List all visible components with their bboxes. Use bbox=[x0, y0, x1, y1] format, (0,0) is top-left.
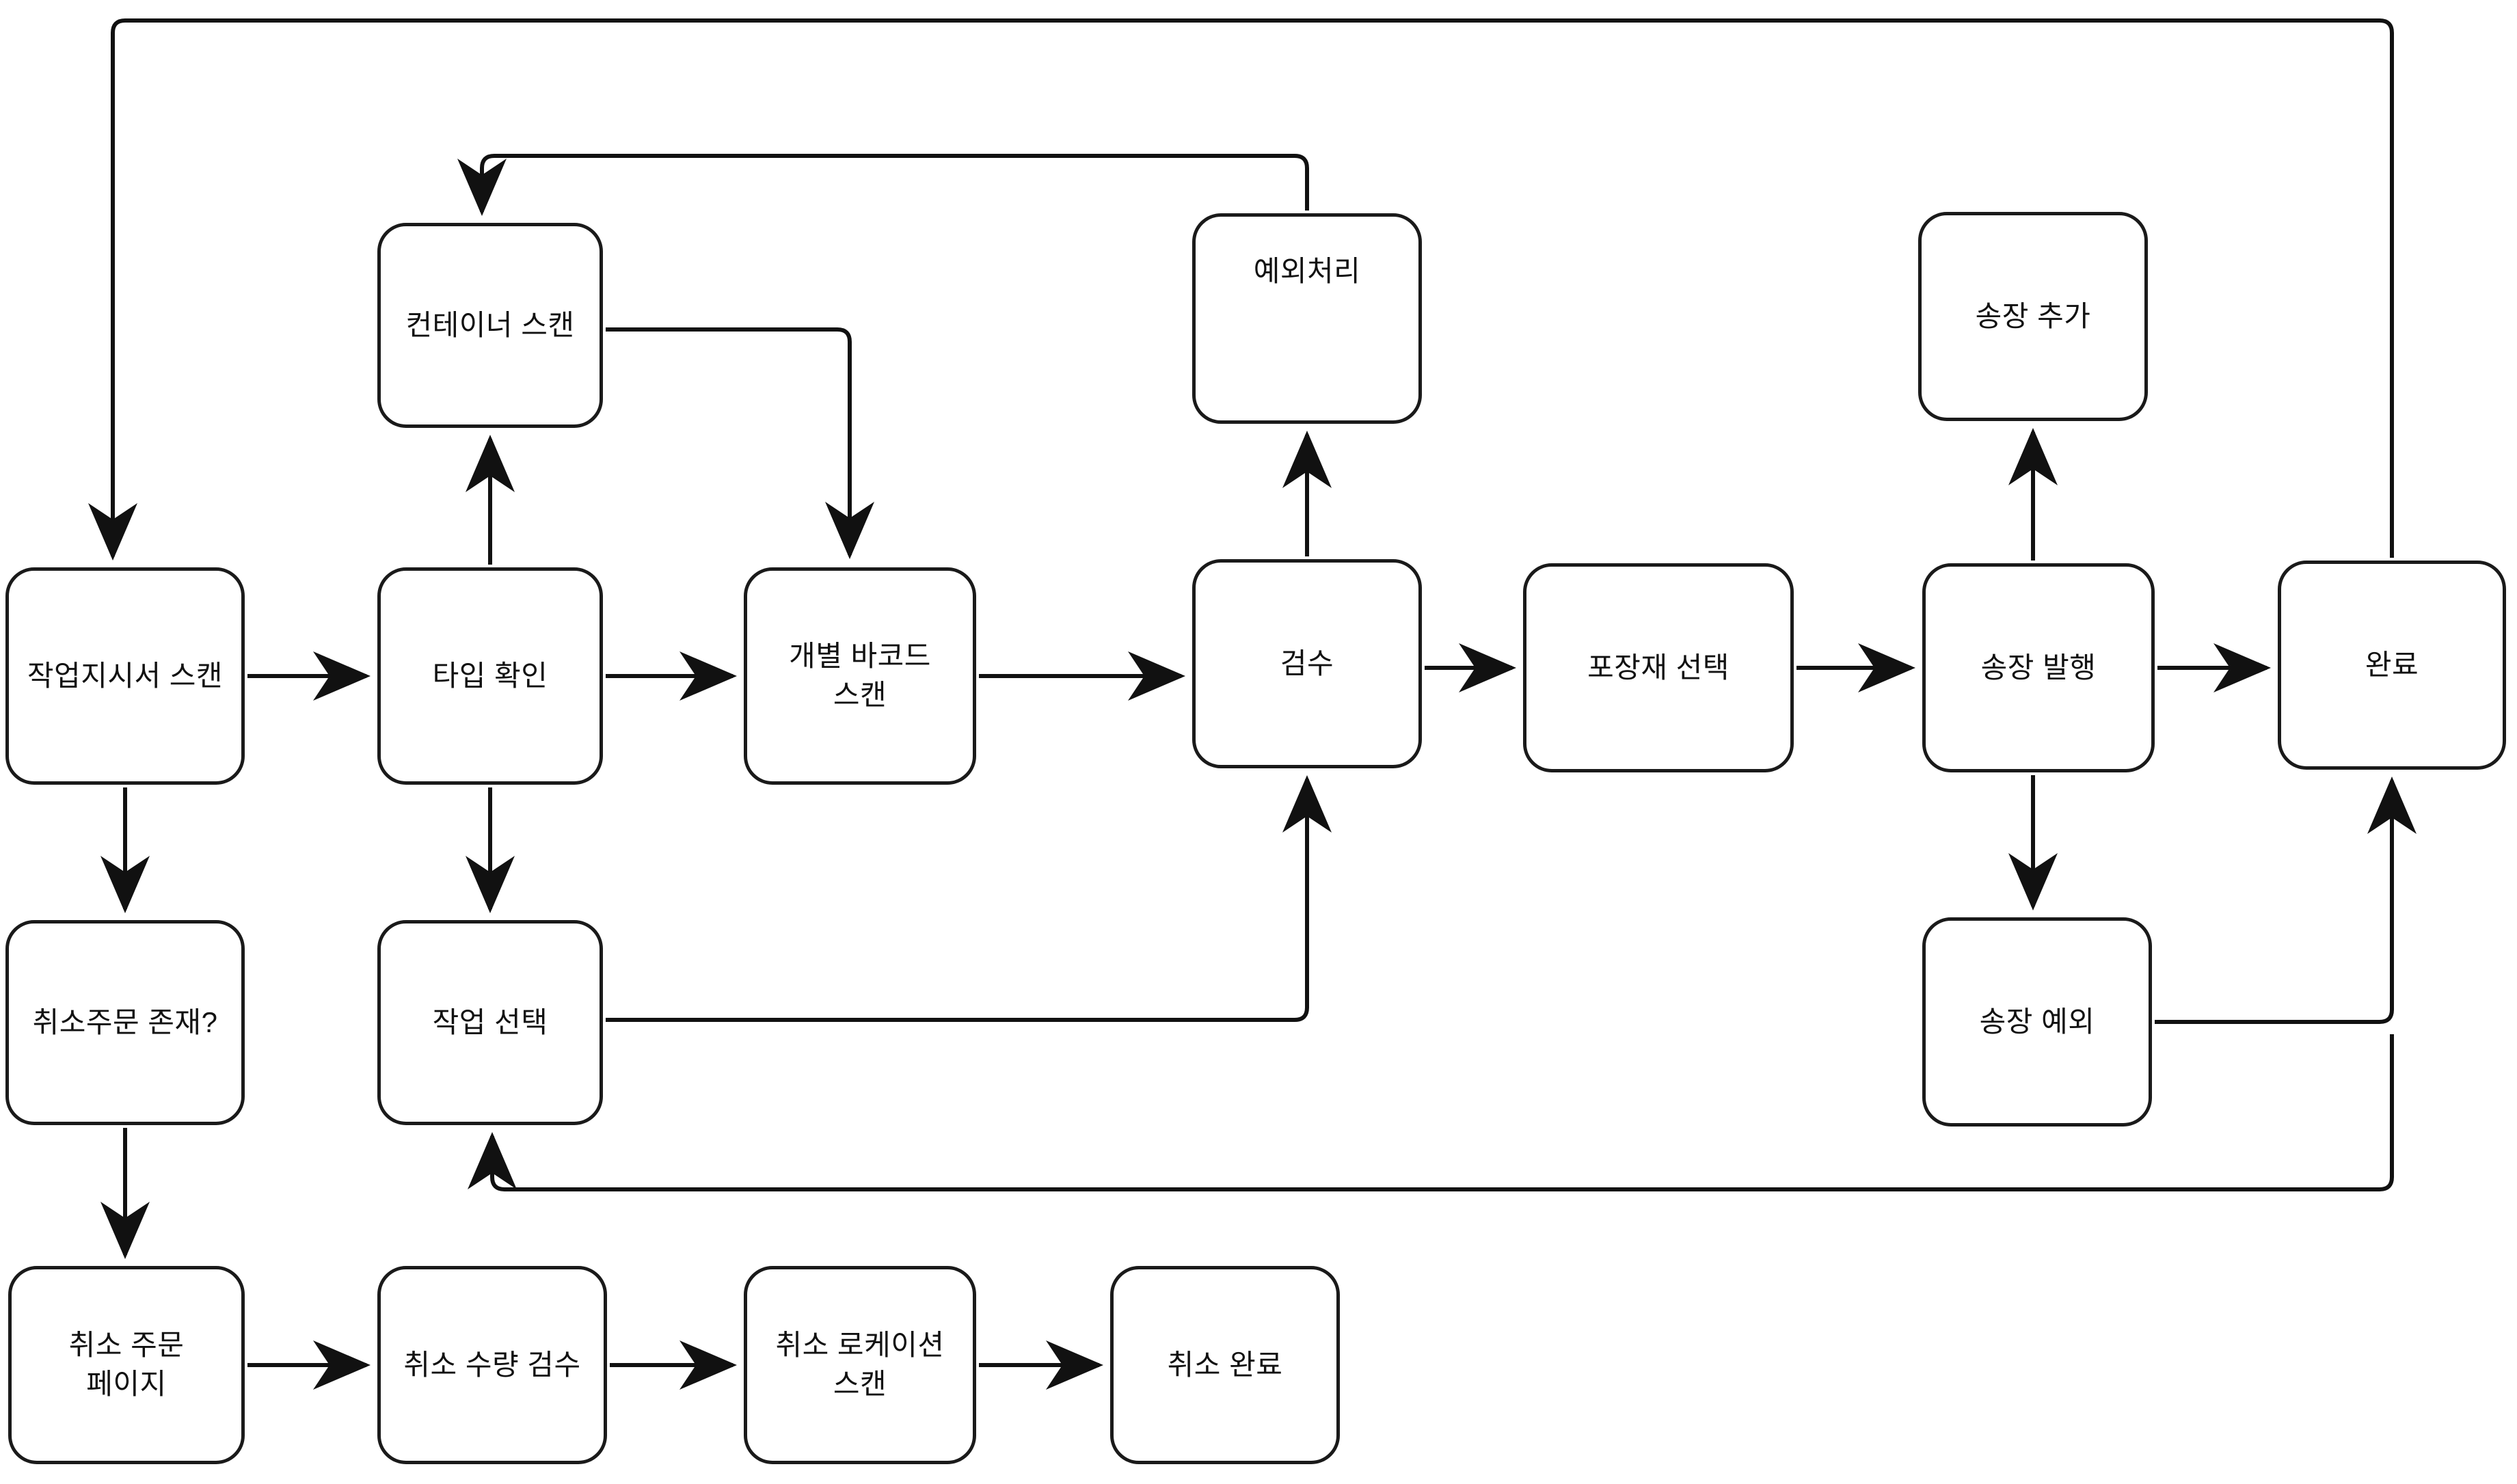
edge-complete-to-work-order-scan bbox=[88, 18, 2394, 561]
node-invoice-add[interactable]: 송장 추가 bbox=[1918, 212, 2148, 421]
node-cancel-order-exists[interactable]: 취소주문 존재? bbox=[5, 920, 245, 1125]
node-label: 검수 bbox=[1280, 647, 1334, 679]
node-cancel-order-page[interactable]: 취소 주문 페이지 bbox=[8, 1266, 245, 1464]
node-invoice-issue[interactable]: 송장 발행 bbox=[1922, 563, 2155, 772]
edge-invoice-exception-to-complete bbox=[2155, 777, 2417, 1024]
edge-task-select-to-inspection bbox=[606, 775, 1332, 1022]
edge-container-scan-to-individual-barcode-scan bbox=[606, 327, 874, 559]
node-label: 취소 주문 페이지 bbox=[68, 1329, 185, 1400]
node-label: 작업지시서 스캔 bbox=[27, 659, 224, 692]
node-individual-barcode-scan[interactable]: 개별 바코드 스캔 bbox=[744, 567, 976, 785]
node-label: 송장 발행 bbox=[1980, 651, 2097, 684]
node-cancel-qty-inspection[interactable]: 취소 수량 검수 bbox=[377, 1266, 607, 1464]
node-label: 타입 확인 bbox=[432, 659, 548, 692]
node-task-select[interactable]: 작업 선택 bbox=[377, 920, 603, 1125]
node-label: 취소주문 존재? bbox=[32, 1006, 218, 1038]
node-container-scan[interactable]: 컨테이너 스캔 bbox=[377, 223, 603, 428]
node-cancel-location-scan[interactable]: 취소 로케이션 스캔 bbox=[744, 1266, 976, 1464]
node-label: 포장재 선택 bbox=[1587, 651, 1729, 684]
node-label: 송장 예외 bbox=[1979, 1005, 2095, 1038]
node-packaging-select[interactable]: 포장재 선택 bbox=[1523, 563, 1794, 772]
node-cancel-complete[interactable]: 취소 완료 bbox=[1110, 1266, 1340, 1464]
node-label: 예외처리 bbox=[1253, 255, 1361, 287]
node-type-check[interactable]: 타입 확인 bbox=[377, 567, 603, 785]
edge-complete-to-task-select bbox=[468, 1034, 2394, 1191]
node-label: 작업 선택 bbox=[432, 1006, 548, 1038]
node-label: 개별 바코드 스캔 bbox=[789, 640, 931, 711]
node-inspection[interactable]: 검수 bbox=[1192, 559, 1422, 768]
node-label: 취소 수량 검수 bbox=[403, 1348, 581, 1381]
node-label: 완료 bbox=[2365, 648, 2419, 681]
node-label: 취소 로케이션 스캔 bbox=[775, 1329, 945, 1400]
node-label: 취소 완료 bbox=[1167, 1348, 1283, 1381]
node-invoice-exception[interactable]: 송장 예외 bbox=[1922, 917, 2152, 1127]
node-complete[interactable]: 완료 bbox=[2278, 561, 2506, 770]
node-exception-handling[interactable]: 예외처리 bbox=[1192, 213, 1422, 424]
node-label: 컨테이너 스캔 bbox=[405, 308, 575, 341]
edge-exception-handling-to-container-scan bbox=[457, 154, 1309, 216]
node-work-order-scan[interactable]: 작업지시서 스캔 bbox=[5, 567, 245, 785]
node-label: 송장 추가 bbox=[1975, 299, 2091, 332]
